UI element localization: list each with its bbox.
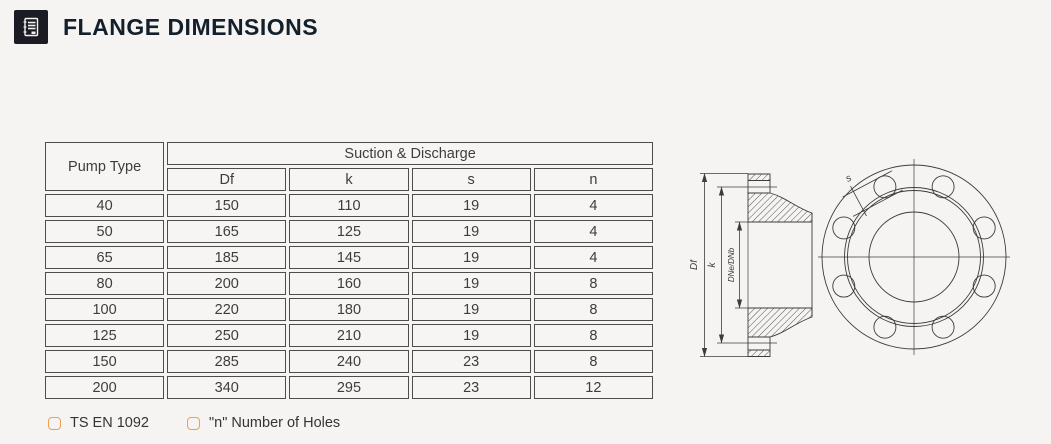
cell-k: 110 xyxy=(289,194,409,217)
footnote-standard-label: TS EN 1092 xyxy=(70,415,149,431)
cell-k: 160 xyxy=(289,272,409,295)
s-dimension xyxy=(842,170,903,217)
cell-s: 23 xyxy=(411,376,531,399)
cell-df: 165 xyxy=(167,220,287,243)
cell-n: 4 xyxy=(533,194,653,217)
cell-pump-type: 150 xyxy=(45,350,165,373)
cell-df: 340 xyxy=(167,376,287,399)
col-header-pump-type: Pump Type xyxy=(45,142,165,191)
cell-pump-type: 200 xyxy=(45,376,165,399)
cell-n: 12 xyxy=(533,376,653,399)
cell-pump-type: 100 xyxy=(45,298,165,321)
cell-pump-type: 125 xyxy=(45,324,165,347)
cell-n: 4 xyxy=(533,220,653,243)
cell-k: 145 xyxy=(289,246,409,269)
cell-k: 240 xyxy=(289,350,409,373)
cell-pump-type: 40 xyxy=(45,194,165,217)
dim-label-dne-dnb: DNe/DNb xyxy=(727,247,736,282)
cell-n: 8 xyxy=(533,350,653,373)
flange-technical-drawing: Df k DNe/DNb xyxy=(690,159,1010,357)
cell-df: 185 xyxy=(167,246,287,269)
page-header: FLANGE DIMENSIONS xyxy=(14,10,318,44)
footnote-standard: TS EN 1092 xyxy=(48,415,149,431)
col-header-df: Df xyxy=(167,168,287,191)
cell-n: 8 xyxy=(533,272,653,295)
cell-s: 19 xyxy=(411,272,531,295)
cell-s: 19 xyxy=(411,194,531,217)
flange-dimensions-table: Pump Type Suction & Discharge Df k s n 4… xyxy=(42,139,656,402)
section-dimensions xyxy=(700,173,770,357)
notebook-icon xyxy=(14,10,48,44)
cell-df: 150 xyxy=(167,194,287,217)
cell-s: 23 xyxy=(411,350,531,373)
cell-pump-type: 65 xyxy=(45,246,165,269)
cell-s: 19 xyxy=(411,220,531,243)
col-header-k: k xyxy=(289,168,409,191)
bullet-icon xyxy=(48,416,61,430)
cell-k: 125 xyxy=(289,220,409,243)
flange-front-view xyxy=(818,159,1010,355)
cell-pump-type: 50 xyxy=(45,220,165,243)
cell-df: 200 xyxy=(167,272,287,295)
cell-pump-type: 80 xyxy=(45,272,165,295)
cell-df: 285 xyxy=(167,350,287,373)
cell-k: 180 xyxy=(289,298,409,321)
col-group-suction-discharge: Suction & Discharge xyxy=(167,142,653,165)
footnote-holes: "n" Number of Holes xyxy=(187,415,340,431)
cell-k: 295 xyxy=(289,376,409,399)
cell-df: 220 xyxy=(167,298,287,321)
bullet-icon xyxy=(187,416,200,430)
dim-label-s: s xyxy=(844,173,854,185)
cell-n: 8 xyxy=(533,298,653,321)
cell-s: 19 xyxy=(411,324,531,347)
footnotes: TS EN 1092 "n" Number of Holes xyxy=(48,415,340,431)
cell-k: 210 xyxy=(289,324,409,347)
cell-df: 250 xyxy=(167,324,287,347)
col-header-s: s xyxy=(411,168,531,191)
flange-section-view xyxy=(717,173,813,357)
col-header-n: n xyxy=(533,168,653,191)
cell-s: 19 xyxy=(411,246,531,269)
cell-s: 19 xyxy=(411,298,531,321)
cell-n: 4 xyxy=(533,246,653,269)
notebook-icon-glyph xyxy=(23,17,39,37)
page-title: FLANGE DIMENSIONS xyxy=(63,13,319,40)
dim-label-df: Df xyxy=(690,259,700,270)
cell-n: 8 xyxy=(533,324,653,347)
dim-label-k: k xyxy=(707,262,718,268)
footnote-holes-label: "n" Number of Holes xyxy=(209,415,341,431)
